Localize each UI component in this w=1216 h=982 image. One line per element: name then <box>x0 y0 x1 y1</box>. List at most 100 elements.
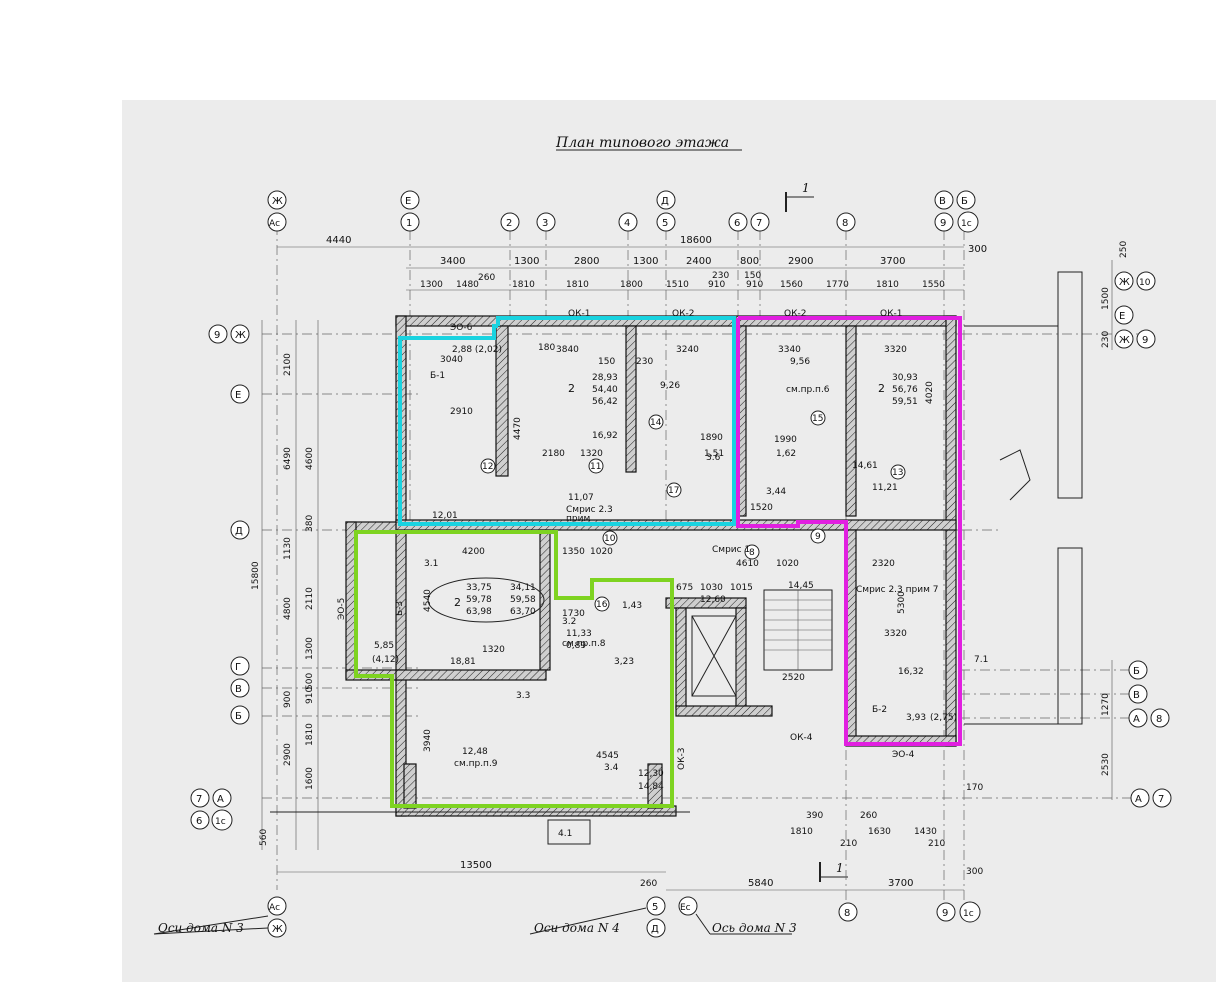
svg-text:ЭО-5: ЭО-5 <box>337 598 347 620</box>
svg-text:ОК-4: ОК-4 <box>790 733 813 743</box>
svg-text:16,92: 16,92 <box>592 431 618 441</box>
svg-text:3,44: 3,44 <box>766 487 786 497</box>
svg-text:1320: 1320 <box>482 645 505 655</box>
svg-text:8: 8 <box>844 908 850 919</box>
svg-text:7: 7 <box>1158 794 1164 805</box>
svg-text:3.4: 3.4 <box>604 763 619 773</box>
svg-text:15800: 15800 <box>251 561 261 590</box>
svg-text:59,78: 59,78 <box>466 595 492 605</box>
svg-text:Ж: Ж <box>1119 277 1130 288</box>
svg-text:1015: 1015 <box>730 583 753 593</box>
svg-text:260: 260 <box>860 811 877 821</box>
svg-text:3400: 3400 <box>440 256 465 267</box>
svg-text:3340: 3340 <box>778 345 801 355</box>
svg-text:6: 6 <box>196 816 202 827</box>
svg-text:5840: 5840 <box>748 878 773 889</box>
svg-text:1,43: 1,43 <box>622 601 642 611</box>
svg-text:17: 17 <box>668 486 679 496</box>
apartment-magenta-summary: 2 30,93 56,76 59,51 <box>878 373 918 407</box>
svg-text:1270: 1270 <box>1101 693 1111 716</box>
svg-text:14: 14 <box>650 418 662 428</box>
svg-text:230: 230 <box>1101 331 1111 348</box>
right-loggias <box>964 271 1083 725</box>
svg-text:Ось дома N 3: Ось дома N 3 <box>712 921 797 935</box>
svg-text:1300: 1300 <box>633 256 658 267</box>
svg-text:1890: 1890 <box>700 433 723 443</box>
svg-text:380: 380 <box>305 515 315 532</box>
room-numbers: 11 12 13 14 15 16 17 10 9 8 3.1 3.2 3.3 … <box>424 410 988 773</box>
svg-text:см.пр.п.8: см.пр.п.8 <box>562 639 606 649</box>
svg-text:9: 9 <box>815 532 821 542</box>
svg-text:1770: 1770 <box>826 280 849 290</box>
svg-text:390: 390 <box>806 811 823 821</box>
svg-text:1810: 1810 <box>566 280 589 290</box>
svg-text:см.пр.п.6: см.пр.п.6 <box>786 385 830 395</box>
section-mark-top: 1 <box>785 181 814 212</box>
svg-text:9: 9 <box>942 908 948 919</box>
svg-text:1030: 1030 <box>700 583 723 593</box>
svg-text:12,60: 12,60 <box>700 595 726 605</box>
svg-text:3.2: 3.2 <box>562 617 576 627</box>
svg-text:1550: 1550 <box>922 280 945 290</box>
svg-text:Оси дома N 4: Оси дома N 4 <box>534 921 620 935</box>
svg-text:Оси дома N 3: Оси дома N 3 <box>158 921 244 935</box>
drawing-title: План типового этажа <box>555 135 729 151</box>
svg-text:Д: Д <box>235 526 243 537</box>
svg-text:4: 4 <box>624 218 630 229</box>
svg-text:10: 10 <box>1139 278 1151 288</box>
svg-text:12,01: 12,01 <box>432 511 458 521</box>
svg-text:18600: 18600 <box>680 235 712 246</box>
svg-text:Смрис 1: Смрис 1 <box>712 545 750 555</box>
svg-text:Е: Е <box>235 390 241 401</box>
svg-text:910: 910 <box>746 280 763 290</box>
svg-text:2910: 2910 <box>450 407 473 417</box>
svg-text:2110: 2110 <box>305 587 315 610</box>
svg-text:Смрис 2.3: Смрис 2.3 <box>566 505 613 515</box>
svg-text:9: 9 <box>214 330 220 341</box>
svg-text:1300: 1300 <box>514 256 539 267</box>
svg-text:2: 2 <box>568 382 575 395</box>
svg-text:Ж: Ж <box>1119 335 1130 346</box>
svg-text:210: 210 <box>840 839 857 849</box>
svg-text:1020: 1020 <box>590 547 613 557</box>
svg-text:11,07: 11,07 <box>568 493 594 503</box>
svg-text:800: 800 <box>740 256 759 267</box>
svg-text:4200: 4200 <box>462 547 485 557</box>
svg-text:В: В <box>939 196 946 207</box>
svg-text:28,93: 28,93 <box>592 373 618 383</box>
svg-text:8: 8 <box>749 548 755 558</box>
svg-text:ОК-2: ОК-2 <box>672 309 694 319</box>
svg-text:В: В <box>235 684 242 695</box>
svg-text:Ж: Ж <box>235 330 246 341</box>
svg-text:14,84: 14,84 <box>638 782 664 792</box>
svg-text:260: 260 <box>640 879 657 889</box>
svg-text:63,98: 63,98 <box>466 607 492 617</box>
svg-text:16: 16 <box>596 600 608 610</box>
apartment-outline-magenta <box>736 316 962 746</box>
svg-text:59,51: 59,51 <box>892 397 918 407</box>
svg-text:3840: 3840 <box>556 345 579 355</box>
svg-text:2520: 2520 <box>782 673 805 683</box>
svg-text:210: 210 <box>928 839 945 849</box>
svg-text:1320: 1320 <box>580 449 603 459</box>
svg-text:9: 9 <box>940 218 946 229</box>
svg-text:9: 9 <box>1142 335 1148 346</box>
svg-text:1: 1 <box>406 218 412 229</box>
apartment-outline-cyan <box>398 316 736 526</box>
apartment-green-summary: 2 33,75 59,78 63,98 34,11 59,58 63,70 <box>427 577 545 623</box>
svg-text:1500: 1500 <box>1101 287 1111 310</box>
svg-text:56,42: 56,42 <box>592 397 618 407</box>
svg-text:ОК-1: ОК-1 <box>880 309 902 319</box>
svg-text:3: 3 <box>542 218 548 229</box>
svg-text:33,75: 33,75 <box>466 583 492 593</box>
svg-text:5: 5 <box>662 218 668 229</box>
svg-text:А: А <box>1135 794 1142 805</box>
svg-text:1480: 1480 <box>456 280 479 290</box>
svg-text:18,81: 18,81 <box>450 657 476 667</box>
svg-text:ОК-3: ОК-3 <box>677 748 687 770</box>
svg-text:3.6: 3.6 <box>706 453 721 463</box>
inner-dimensions: 3840 3240 150 230 3340 3320 180 4470 291… <box>423 343 935 761</box>
svg-text:63,70: 63,70 <box>510 607 536 617</box>
svg-text:2100: 2100 <box>283 353 293 376</box>
svg-text:260: 260 <box>478 273 495 283</box>
